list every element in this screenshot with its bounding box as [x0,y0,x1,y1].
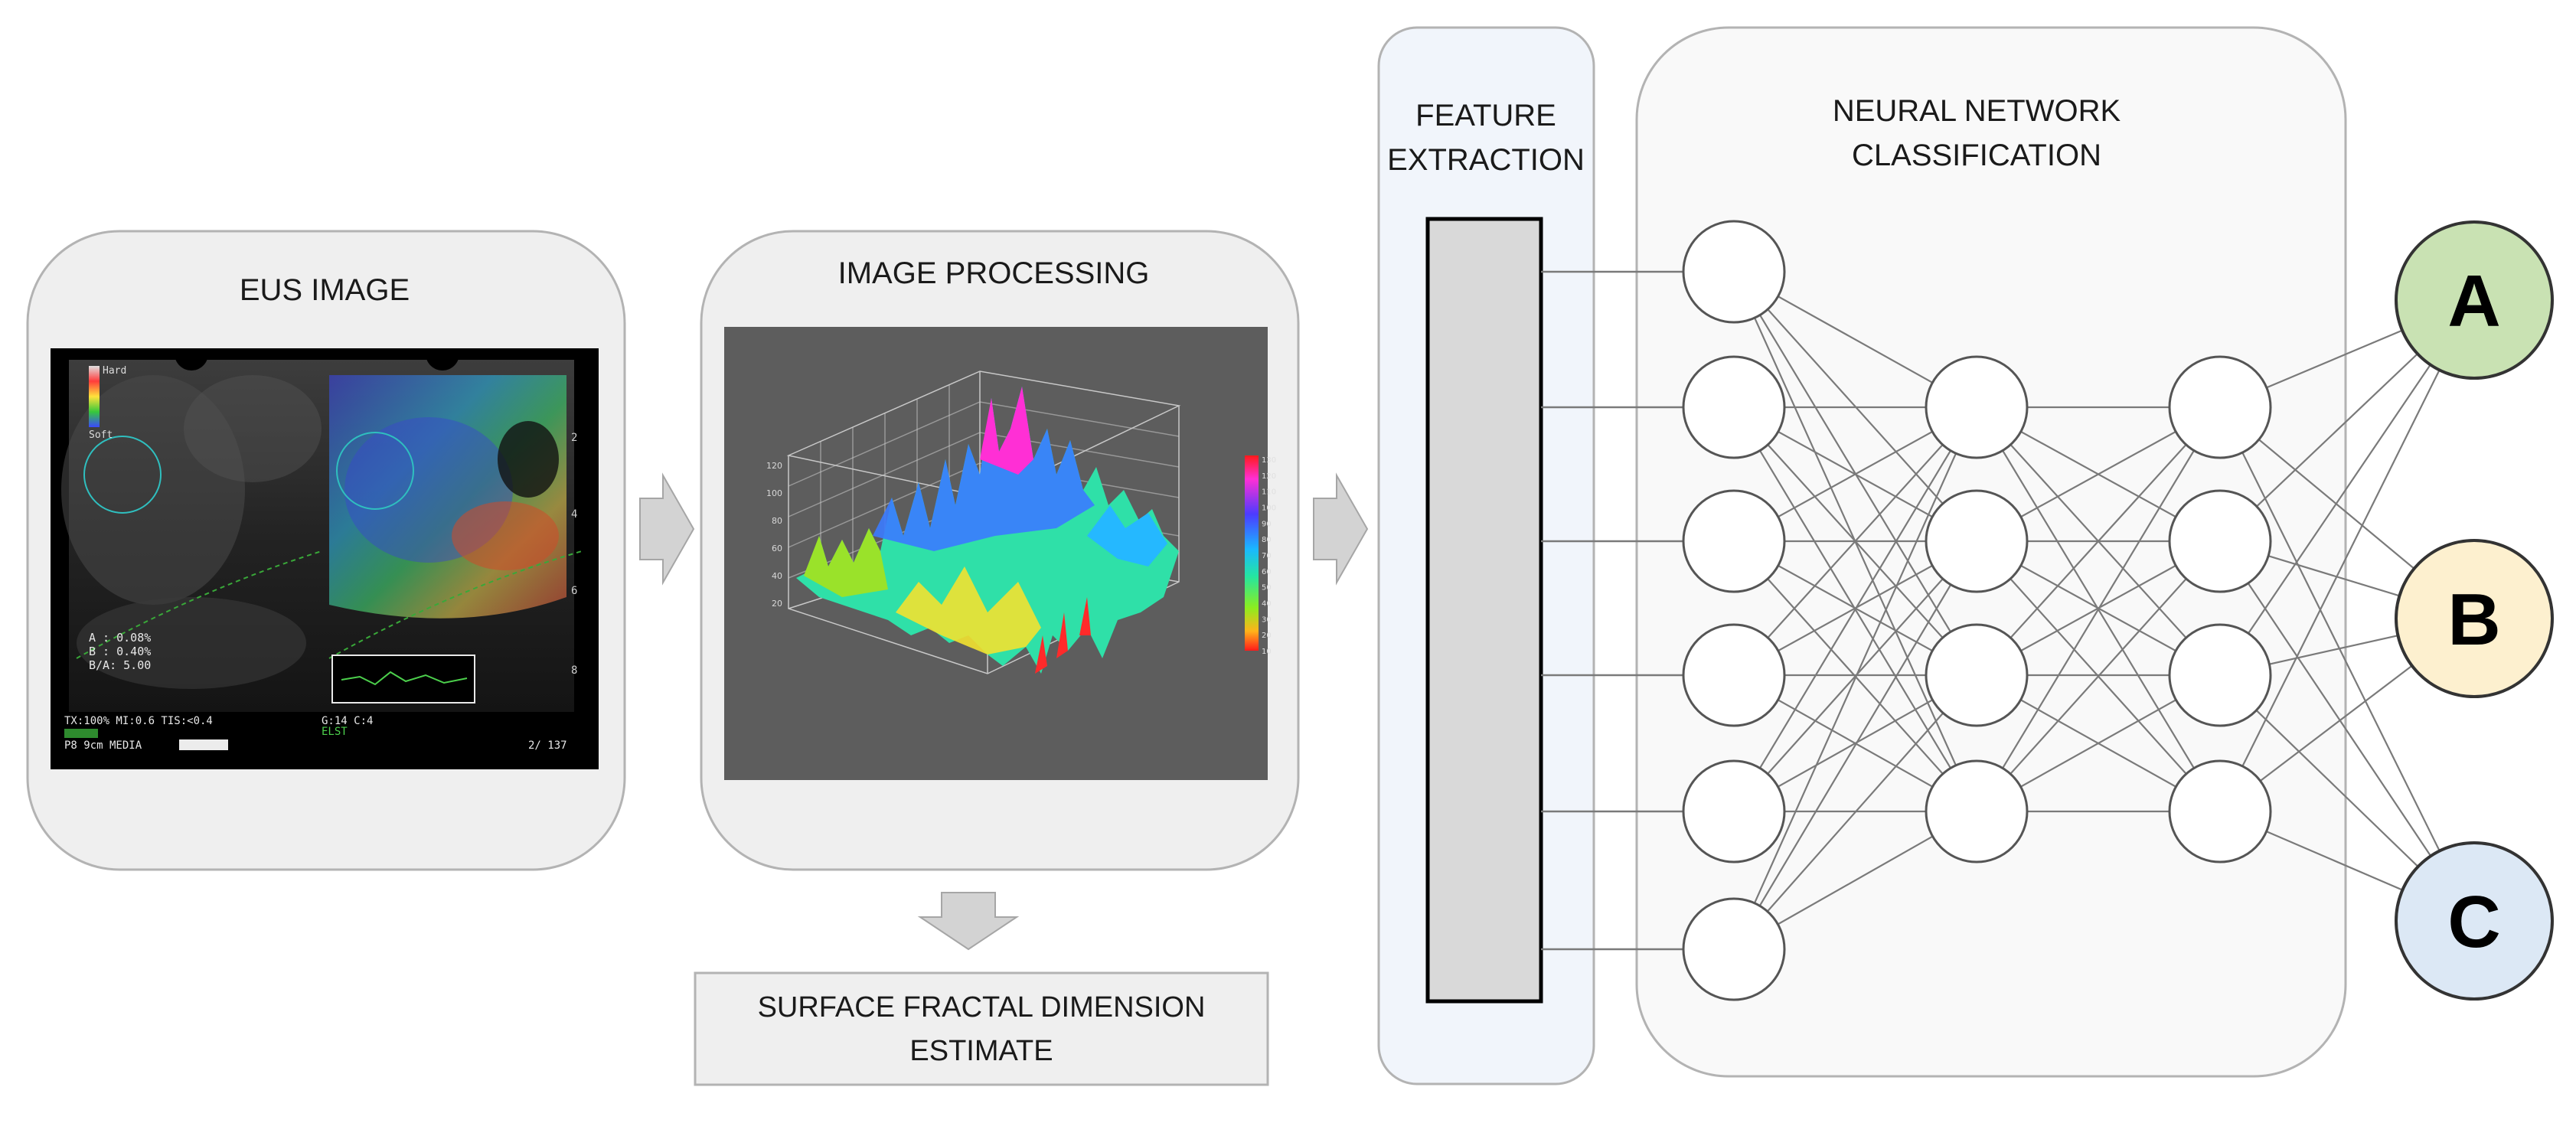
neuron-node [1925,759,2029,863]
neuron-node [1925,623,2029,727]
surface-plot: 120 100 80 60 40 20 130 120 110 100 90 80 70 60… [724,327,1276,780]
feature-title-line1: FEATURE [1415,99,1556,132]
output-class-c: C [2395,841,2554,1001]
network-edge [1733,540,1977,950]
output-edge [2219,406,2475,922]
strain-stats: A : 0.08% B : 0.40% B/A: 5.00 [89,631,151,672]
flow-arrow-2 [1313,472,1369,586]
z-axis-ticks: 120 100 80 60 40 20 [766,461,782,609]
neuron-node [1925,355,2029,459]
colorbar-ticks: 130 120 110 100 90 80 70 60 50 40 30 20 10 [1262,456,1276,656]
flow-arrow-1 [639,472,695,586]
colorbar-tick-label: 30 [1262,615,1272,624]
svg-text:2: 2 [571,432,577,444]
colorbar-tick-label: 60 [1262,568,1272,576]
network-nodes [1682,220,2272,1001]
depth-ruler: 2 4 6 8 [571,432,577,677]
network-edge [1976,540,2221,812]
network-edge [1732,406,1978,950]
svg-text:B/A: 5.00: B/A: 5.00 [89,658,151,672]
neuron-node [2168,355,2272,459]
elasticity-scale-bar [89,366,100,427]
svg-text:20: 20 [772,599,782,609]
svg-text:100: 100 [766,488,782,498]
scale-top-label: Hard [103,365,126,377]
svg-text:60: 60 [772,544,782,553]
colorbar [1245,455,1259,651]
fractal-estimate-box: SURFACE FRACTAL DIMENSION ESTIMATE [694,971,1269,1086]
scale-bottom-label: Soft [89,429,113,441]
output-node [2395,841,2554,1001]
colorbar-tick-label: 130 [1262,456,1276,465]
svg-text:ELST: ELST [322,726,348,738]
neuron-node [1682,897,1786,1001]
network-edge [1976,406,2221,676]
svg-text:40: 40 [772,571,782,581]
network-title-line2: CLASSIFICATION [1852,139,2101,172]
output-classes: A B C [2395,220,2554,1001]
neuron-node [2168,489,2272,593]
colorbar-tick-label: 120 [1262,472,1276,481]
network-edge [1733,406,1977,812]
fractal-title-line2: ESTIMATE [909,1035,1053,1067]
output-node [2395,539,2554,698]
colorbar-tick-label: 100 [1262,504,1276,513]
output-label: B [2447,579,2500,661]
processing-panel-title: IMAGE PROCESSING [838,256,1150,290]
svg-text:80: 80 [772,516,782,526]
colorbar-tick-label: 90 [1262,520,1272,528]
feature-extraction-panel: FEATURE EXTRACTION [1377,26,1595,1085]
image-processing-panel: IMAGE PROCESSING 120 [700,230,1300,871]
svg-text:2/ 137: 2/ 137 [528,739,567,752]
output-label: A [2447,260,2500,342]
colorbar-tick-label: 50 [1262,584,1272,593]
output-label: C [2447,881,2500,963]
colorbar-tick-label: 20 [1262,632,1272,640]
eus-image-panel: EUS IMAGE [26,230,626,871]
svg-text:P8 9cm MEDIA: P8 9cm MEDIA [64,739,142,752]
svg-text:B : 0.40%: B : 0.40% [89,645,151,658]
neuron-node [1682,489,1786,593]
eus-panel-title: EUS IMAGE [240,273,410,307]
fractal-title-line1: SURFACE FRACTAL DIMENSION [758,991,1206,1023]
network-title-line1: NEURAL NETWORK [1833,94,2121,128]
colorbar-tick-label: 10 [1262,648,1272,656]
feature-title-line2: EXTRACTION [1387,143,1585,177]
svg-text:8: 8 [571,664,577,677]
svg-text:120: 120 [766,461,782,471]
flow-arrow-down [917,892,1020,951]
output-node [2395,220,2554,380]
network-edge [1976,406,2221,812]
svg-text:6: 6 [571,585,577,597]
neuron-node [2168,623,2272,727]
strain-graph [331,655,475,704]
neuron-node [1682,623,1786,727]
svg-text:G:14 C:4: G:14 C:4 [322,715,373,727]
colorbar-tick-label: 40 [1262,600,1272,609]
roi-circle-a [83,436,162,514]
output-edge [2219,299,2475,812]
network-edge [1733,674,1977,950]
colorbar-tick-label: 70 [1262,552,1272,560]
svg-text:A : 0.08%: A : 0.08% [89,631,151,645]
neuron-node [1682,220,1786,324]
roi-circle-b [336,432,414,510]
neuron-node [1682,759,1786,863]
network-edge [1733,406,1977,676]
output-class-a: A [2395,220,2554,380]
neuron-node [1925,489,2029,593]
svg-text:4: 4 [571,508,577,521]
colorbar-tick-label: 110 [1262,488,1276,497]
neuron-node [2168,759,2272,863]
status-bar: TX:100% MI:0.6 TIS:<0.4 P8 9cm MEDIA G:1… [64,715,567,752]
eus-ultrasound-screen: Hard Soft 2 4 6 8 A : 0.08% B : 0.40% B/… [51,348,599,769]
colorbar-tick-label: 80 [1262,536,1272,544]
svg-text:TX:100% MI:0.6 TIS:<0.4: TX:100% MI:0.6 TIS:<0.4 [64,715,213,727]
output-class-b: B [2395,539,2554,698]
neuron-node [1682,355,1786,459]
feature-vector-bar [1425,217,1543,1004]
